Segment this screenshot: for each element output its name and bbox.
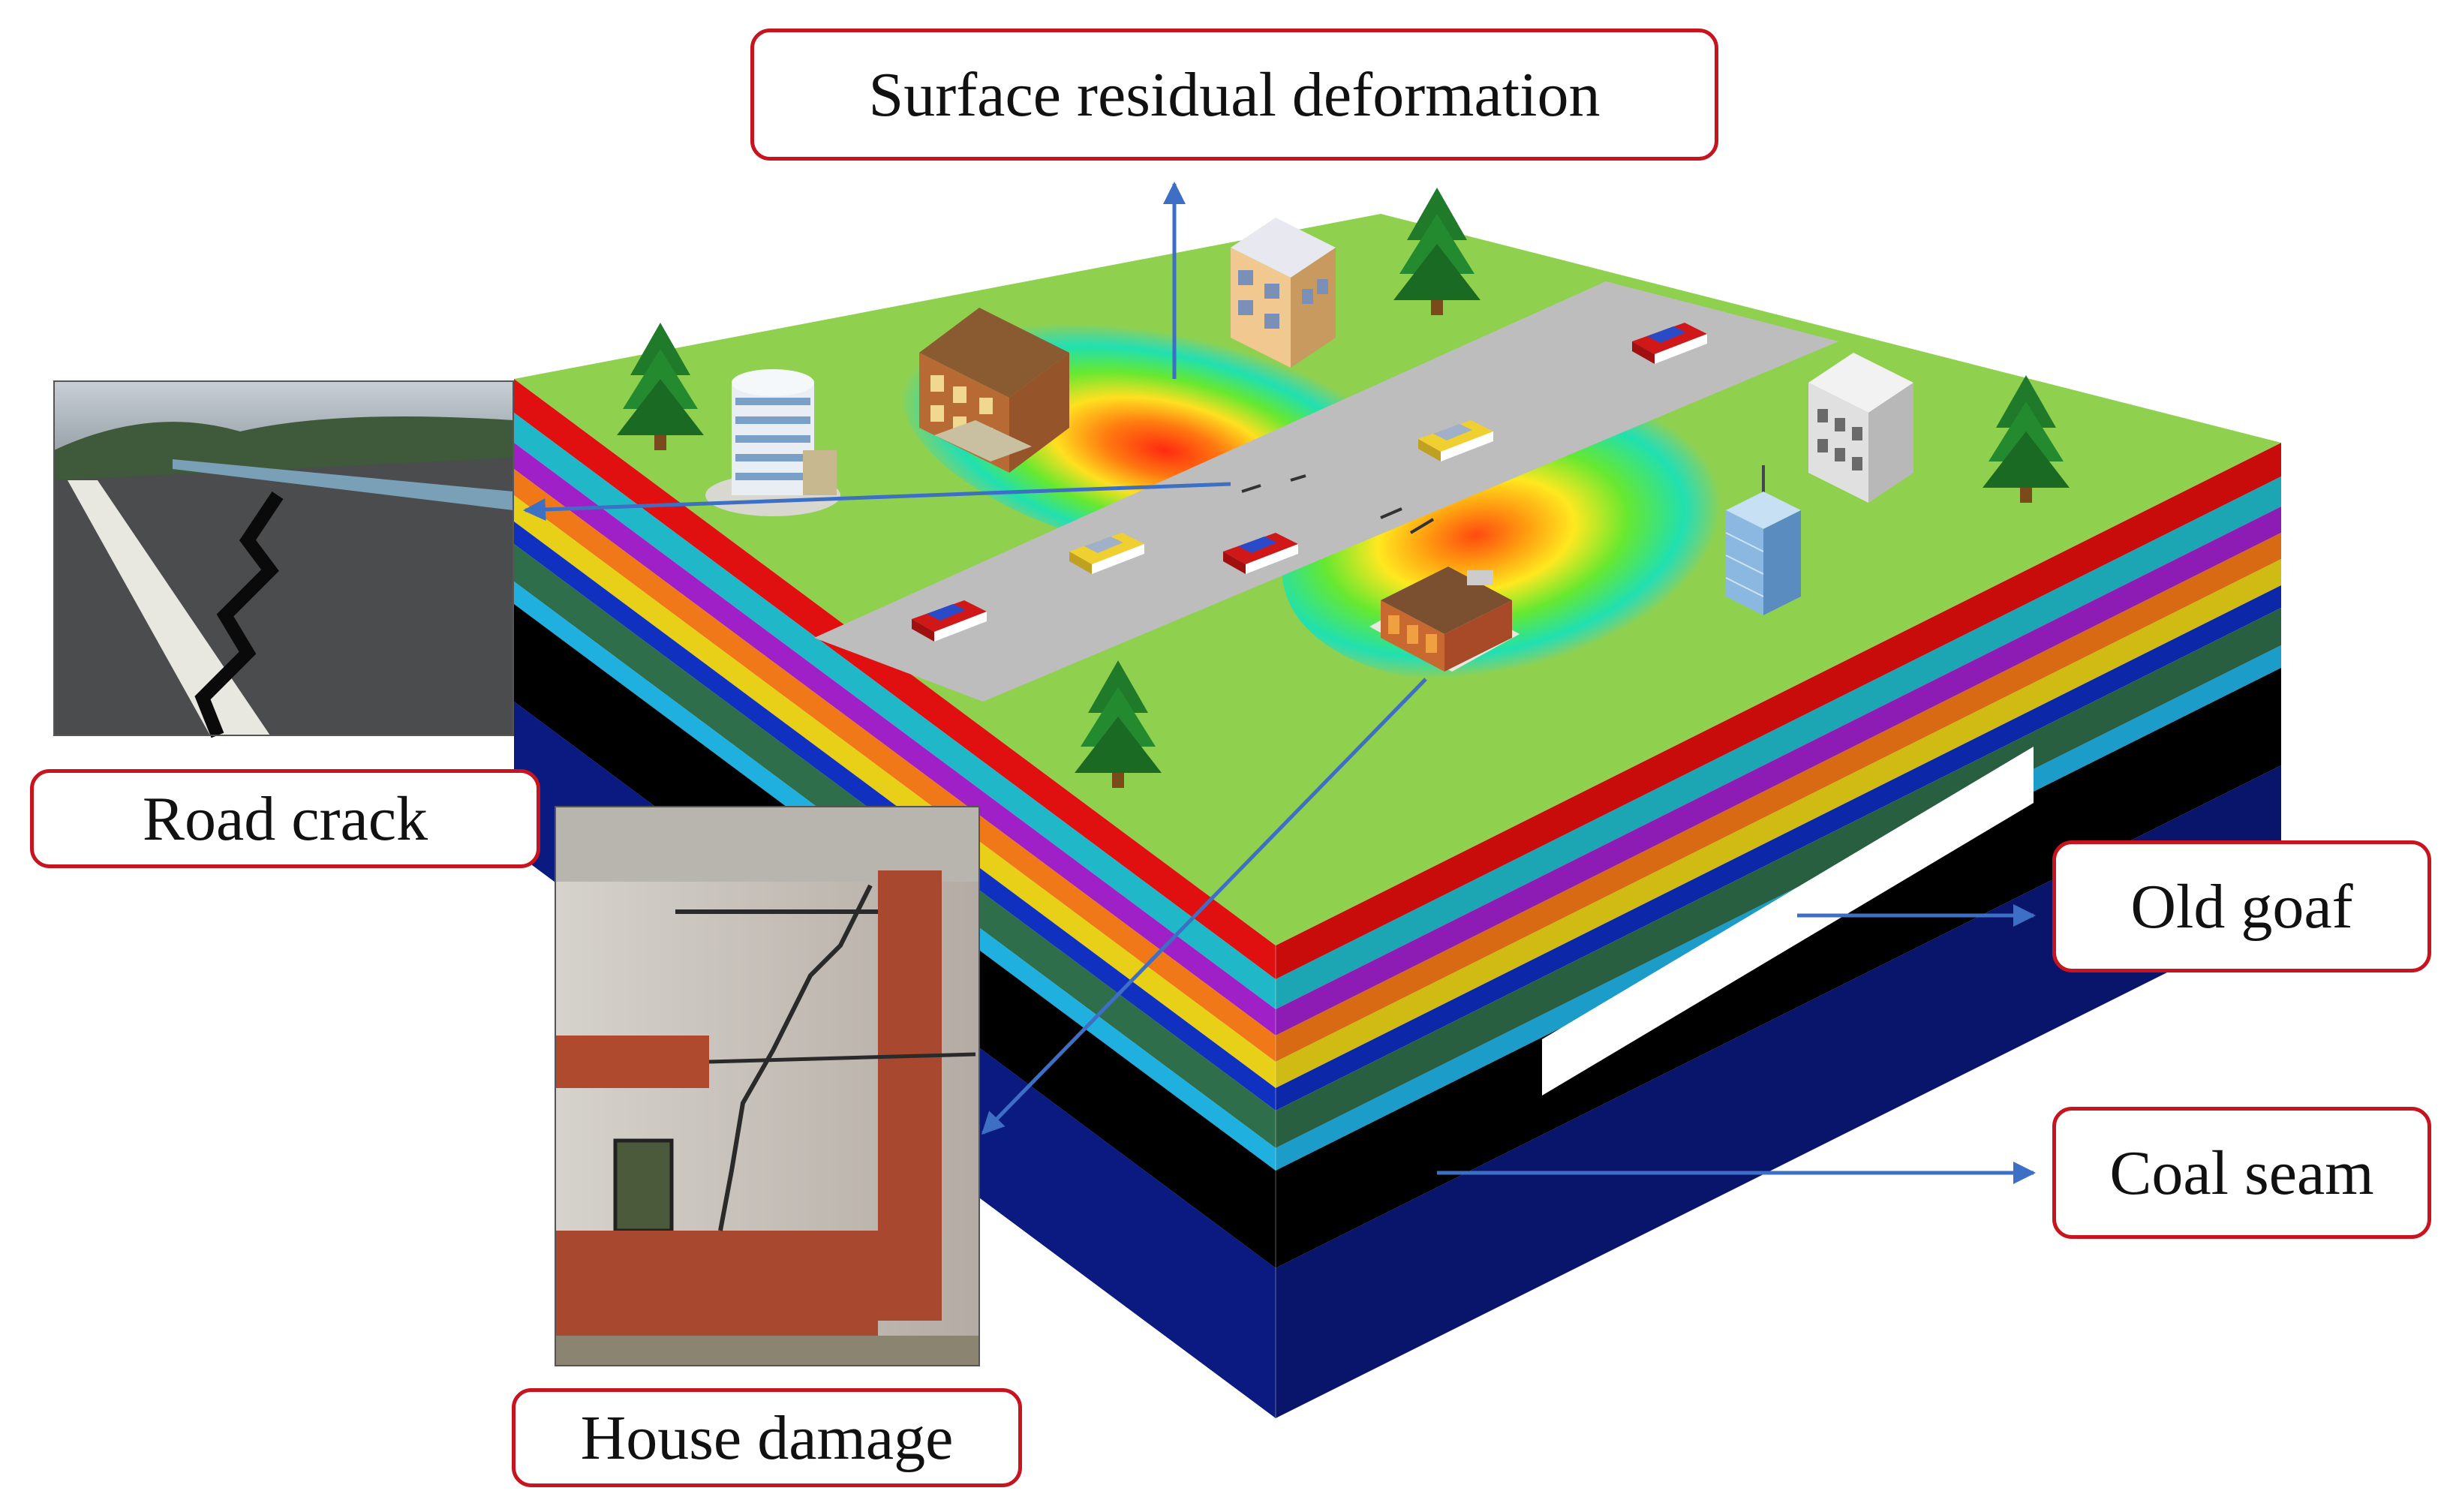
glass-tower-icon	[1725, 465, 1801, 615]
tree-icon	[1075, 660, 1162, 788]
old-goaf-label: Old goaf	[2052, 840, 2431, 972]
arrow-house	[981, 678, 1427, 1135]
coal-seam-right	[1276, 668, 2281, 1268]
arrow-road	[523, 482, 1231, 521]
tree-icon	[1393, 188, 1481, 315]
right-face-strata	[1275, 443, 2281, 1418]
old-goaf-cavity	[1542, 747, 2034, 1096]
label-text: House damage	[580, 1402, 954, 1473]
label-text: Coal seam	[2109, 1138, 2374, 1208]
base-layer-right	[1276, 765, 2281, 1418]
coal-seam-label: Coal seam	[2052, 1107, 2431, 1239]
label-text: Road crack	[142, 783, 428, 854]
house-damage-label: House damage	[512, 1388, 1022, 1487]
label-text: Old goaf	[2130, 871, 2353, 942]
car-icon	[1418, 420, 1493, 461]
car-icon	[1069, 533, 1144, 574]
road-crack-label: Road crack	[30, 769, 540, 868]
school-building-icon	[919, 308, 1069, 473]
house-damage-photo	[555, 806, 980, 1366]
shop-building-icon	[1369, 567, 1520, 672]
label-text: Surface residual deformation	[868, 59, 1601, 130]
road-surface	[814, 281, 1838, 702]
tree-icon	[1983, 375, 2070, 503]
car-icon	[1223, 533, 1298, 574]
grey-office-icon	[1808, 353, 1913, 503]
surface-residual-deformation-label: Surface residual deformation	[750, 29, 1718, 161]
road-crack-photo	[53, 380, 514, 738]
office-tower-icon	[705, 369, 840, 516]
car-icon	[1632, 323, 1707, 364]
car-icon	[912, 600, 987, 642]
tree-icon	[617, 323, 704, 450]
pointer-arrows	[523, 182, 2036, 1184]
apartment-building-icon	[1231, 218, 1336, 368]
